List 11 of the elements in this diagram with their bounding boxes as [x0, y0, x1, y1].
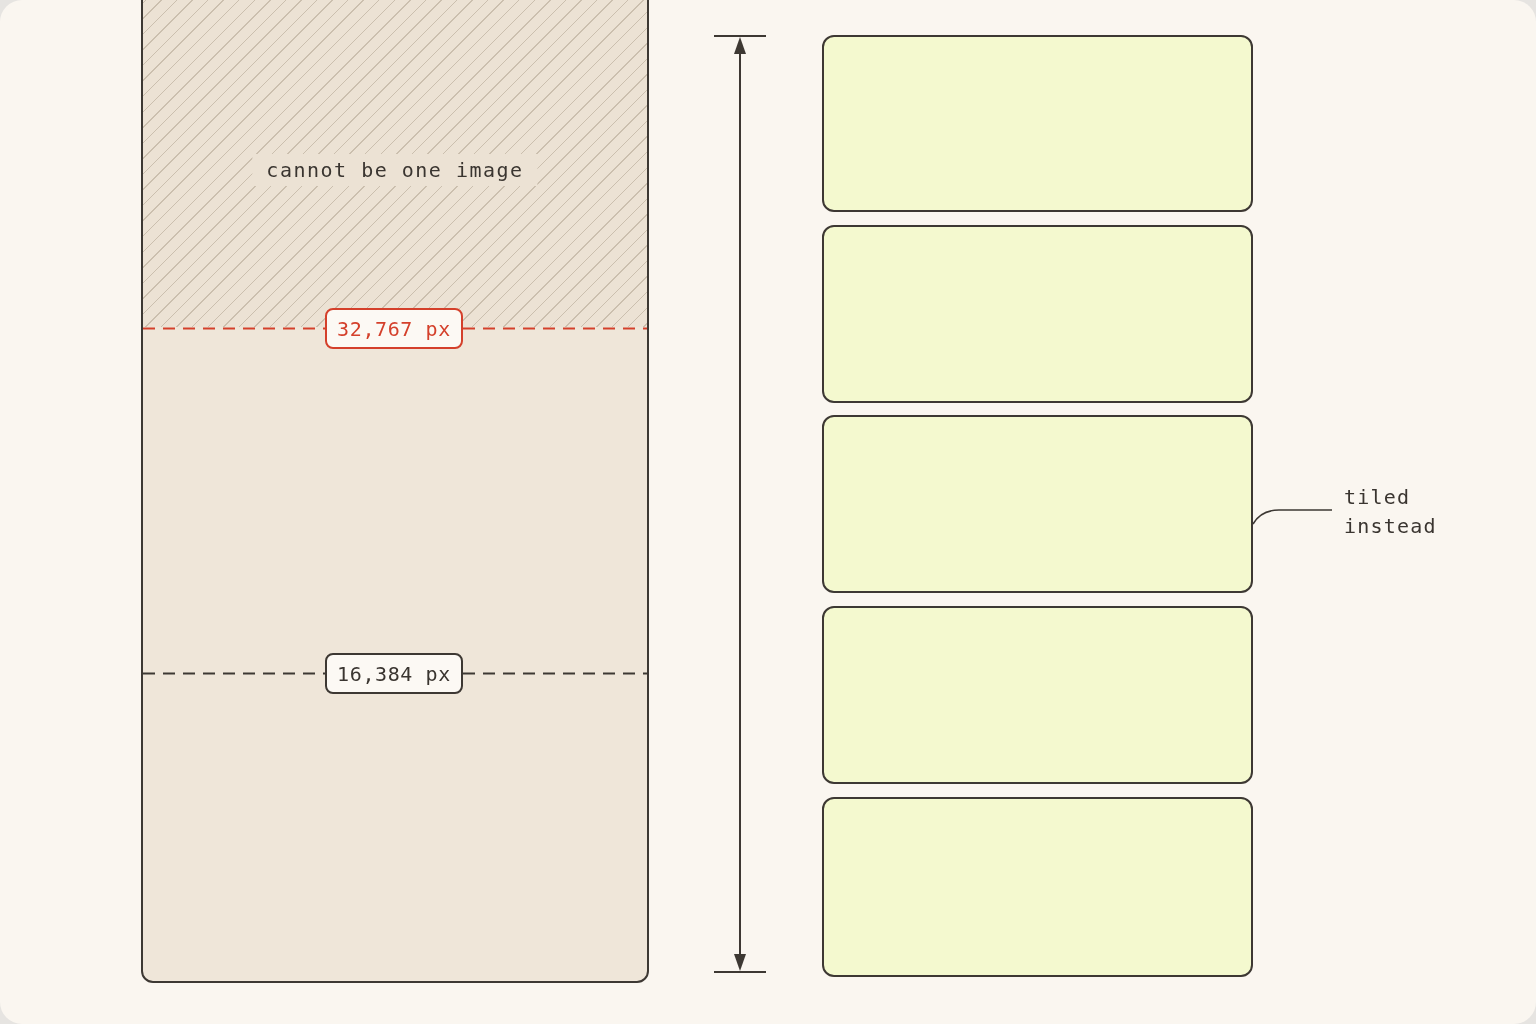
limit-label: 32,767 px	[325, 308, 463, 349]
tile	[822, 35, 1253, 212]
tile	[822, 415, 1253, 593]
tall-canvas	[141, 0, 649, 983]
callout-label: tiled instead	[1332, 483, 1456, 541]
limit-label: 16,384 px	[325, 653, 463, 694]
region-label: cannot be one image	[252, 154, 538, 186]
tile	[822, 797, 1253, 977]
leader-line	[1252, 509, 1333, 525]
tile	[822, 606, 1253, 784]
tile	[822, 225, 1253, 403]
